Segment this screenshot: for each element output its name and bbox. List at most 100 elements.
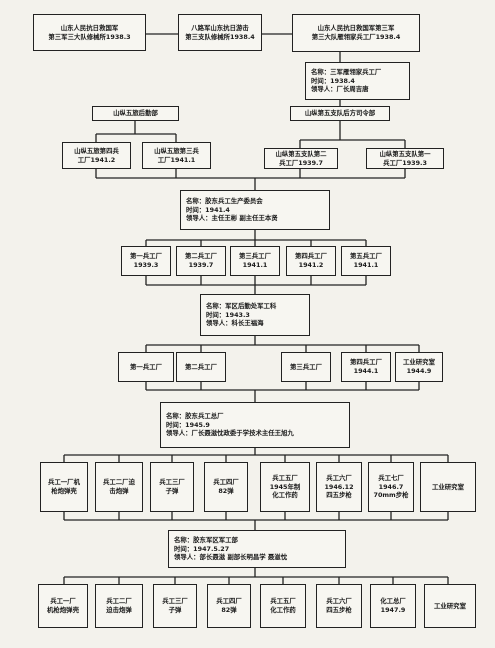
box-line: 82弹 — [221, 606, 237, 614]
fifth-brigade-third-factory-box: 山纵五旅第三兵 工厂1941.1 — [142, 142, 211, 169]
dept-factory-1: 兵工一厂 机枪炮弹壳 — [38, 584, 88, 628]
committee-factory-2: 第二兵工厂 1939.7 — [176, 246, 226, 276]
box-line: 工厂1941.2 — [77, 155, 116, 164]
general-factory-6: 兵工六厂 1946.12 四五步枪 — [316, 462, 362, 512]
box-line: 1944.9 — [406, 367, 432, 375]
committee-factory-5: 第五兵工厂 1941.1 — [341, 246, 391, 276]
rongjia-factory-box: 名称：三军雁翎家兵工厂 时间：1938.4 领导人：厂长周吉唐 — [305, 62, 410, 100]
general-factory-3: 兵工三厂 子弹 — [150, 462, 194, 512]
box-line: 子弹 — [168, 606, 182, 614]
box-line: 山纵五旅第三兵 — [154, 146, 199, 155]
jiaodong-general-factory-box: 名称：胶东兵工总厂 时间：1945.9 领导人：厂长聂滋忱政委于学技术主任王旭九 — [160, 402, 350, 448]
box-line: 第三支队修械所1938.4 — [185, 32, 255, 41]
committee-factory-1: 第一兵工厂 1939.3 — [121, 246, 171, 276]
box-line: 化工作药 — [270, 606, 296, 614]
box-line: 1941.2 — [298, 261, 324, 269]
box-line: 山纵第五支队第一 — [379, 149, 431, 158]
dept-factory-3: 兵工三厂 子弹 — [153, 584, 197, 628]
box-line: 工业研究室 — [432, 482, 464, 491]
box-line: 70mm步枪 — [373, 491, 409, 500]
box-line: 领导人：厂长周吉唐 — [311, 85, 369, 94]
dept-factory-5: 兵工五厂 化工作药 — [260, 584, 306, 628]
box-line: 第一兵工厂 — [130, 362, 162, 371]
box-line: 领导人：部长聂滋 副部长明昌学 聂滋忱 — [174, 553, 288, 562]
box-line: 领导人：科长王福海 — [206, 319, 264, 328]
box-line: 山东人民抗日救国军 — [60, 23, 119, 32]
committee-factory-3: 第三兵工厂 1941.1 — [230, 246, 280, 276]
box-line: 兵工三厂 — [162, 597, 188, 606]
box-line: 兵工四厂 — [216, 597, 242, 606]
dept-chemical-factory: 化工总厂 1947.9 — [370, 584, 416, 628]
general-factory-7: 兵工七厂 1946.7 70mm步枪 — [368, 462, 414, 512]
box-line: 1939.7 — [188, 261, 214, 269]
box-line: 时间：1945.9 — [166, 420, 210, 429]
box-line: 名称：军区后勤处军工科 — [206, 302, 277, 311]
general-factory-2: 兵工二厂迫 击炮弹 — [95, 462, 143, 512]
box-line: 兵工二厂迫 — [103, 478, 135, 487]
box-line: 82弹 — [218, 487, 234, 495]
origin-box-shandong-third-army: 山东人民抗日救国军 第三军三大队修械所1938.3 — [33, 14, 146, 51]
section-factory-4: 第四兵工厂 1944.1 — [341, 352, 391, 382]
box-line: 兵工三厂 — [159, 478, 185, 487]
box-line: 领导人：厂长聂滋忱政委于学技术主任王旭九 — [166, 429, 294, 438]
box-line: 工厂1941.1 — [157, 155, 196, 164]
general-factory-4: 兵工四厂 82弹 — [204, 462, 248, 512]
fifth-detachment-first-factory-box: 山纵第五支队第一 兵工厂1939.3 — [366, 148, 444, 169]
general-factory-5: 兵工五厂 1945年制 化工作药 — [260, 462, 310, 512]
origin-box-eighth-route-third-detachment: 八路军山东抗日游击 第三支队修械所1938.4 — [178, 14, 262, 51]
box-line: 名称：胶东兵工总厂 — [166, 412, 224, 421]
box-line: 1939.3 — [133, 261, 159, 269]
box-line: 时间：1938.4 — [311, 76, 355, 85]
box-line: 兵工厂1939.7 — [279, 158, 323, 167]
box-line: 第四兵工厂 — [350, 358, 382, 367]
military-logistics-section-box: 名称：军区后勤处军工科 时间：1943.3 领导人：科长王福海 — [200, 294, 310, 336]
section-factory-1: 第一兵工厂 — [118, 352, 174, 382]
box-line: 1944.1 — [353, 367, 379, 375]
box-line: 兵工五厂 — [270, 597, 296, 606]
general-research-office: 工业研究室 — [420, 462, 476, 512]
box-line: 山纵第五支队第二 — [275, 149, 327, 158]
box-line: 1941.1 — [242, 261, 268, 269]
dept-factory-2: 兵工二厂 迫击炮弹 — [95, 584, 143, 628]
dept-factory-6: 兵工六厂 四五步枪 — [316, 584, 362, 628]
box-line: 兵工二厂 — [106, 597, 132, 606]
box-line: 第四兵工厂 — [295, 252, 327, 261]
box-line: 时间：1947.5.27 — [174, 544, 230, 553]
section-factory-2: 第二兵工厂 — [176, 352, 226, 382]
box-line: 1946.7 — [378, 482, 404, 491]
box-line: 工业研究室 — [403, 358, 435, 367]
box-line: 化工作药 — [272, 491, 298, 500]
box-line: 第一兵工厂 — [130, 252, 162, 261]
box-line: 第三大队雁翎家兵工厂1938.4 — [311, 33, 401, 41]
box-line: 化工总厂 — [380, 597, 406, 606]
box-line: 机枪炮弹壳 — [47, 606, 79, 614]
box-line: 名称：胶东军区军工部 — [174, 536, 238, 545]
box-line: 工业研究室 — [434, 601, 466, 610]
jiaodong-military-dept-box: 名称：胶东军区军工部 时间：1947.5.27 领导人：部长聂滋 副部长明昌学 … — [168, 530, 346, 568]
box-line: 时间：1943.3 — [206, 310, 250, 319]
box-line: 名称：胶东兵工生产委员会 — [186, 197, 263, 206]
box-line: 八路军山东抗日游击 — [191, 23, 249, 32]
box-line: 兵工五厂 — [272, 474, 298, 483]
box-line: 第三兵工厂 — [239, 252, 271, 261]
box-line: 兵工厂1939.3 — [383, 158, 427, 167]
box-line: 兵工一厂机 — [48, 478, 80, 487]
box-line: 兵工七厂 — [378, 474, 404, 483]
box-line: 山纵五旅后勤部 — [113, 109, 158, 118]
box-line: 山纵五旅第四兵 — [74, 146, 119, 155]
box-line: 第三兵工厂 — [290, 362, 322, 371]
box-line: 1946.12 — [324, 482, 354, 491]
box-line: 第五兵工厂 — [350, 252, 382, 261]
dept-factory-4: 兵工四厂 82弹 — [207, 584, 251, 628]
general-factory-1: 兵工一厂机 枪炮弹壳 — [40, 462, 88, 512]
box-line: 四五步枪 — [326, 491, 352, 500]
box-line: 兵工六厂 — [326, 474, 352, 483]
fifth-brigade-logistics-box: 山纵五旅后勤部 — [92, 106, 179, 121]
box-line: 四五步枪 — [326, 606, 352, 614]
box-line: 迫击炮弹 — [106, 606, 132, 614]
box-line: 名称：三军雁翎家兵工厂 — [311, 68, 382, 77]
dept-research-office: 工业研究室 — [424, 584, 476, 628]
box-line: 兵工四厂 — [213, 478, 239, 487]
box-line: 枪炮弹壳 — [51, 487, 77, 495]
